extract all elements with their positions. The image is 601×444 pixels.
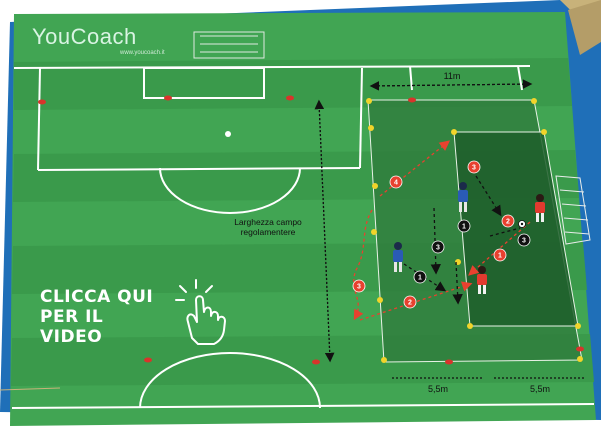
red-step-3a: 3 [467,160,481,174]
corner-accent-dark [568,0,601,55]
bottom-accent [0,387,61,391]
black-step-3b-text: 3 [522,238,526,245]
cta-line-2: PER IL VIDEO [40,307,104,347]
black-step-badges: 1 1 3 3 [413,219,531,284]
ball [518,220,526,228]
blue-player-1 [458,182,468,212]
measure-5-5m-right: 5,5m [530,384,550,394]
black-step-1b: 1 [413,270,427,284]
black-step-1a: 1 [457,219,471,233]
red-step-2a: 2 [501,214,515,228]
field-width-label-line2: regolamentere [241,227,296,237]
black-step-3b: 3 [517,233,531,247]
blue-player-2 [393,242,403,272]
black-step-3a: 3 [431,240,445,254]
hand-pointer-icon[interactable] [175,279,226,345]
red-step-3b-text: 3 [357,284,361,291]
red-step-3a-text: 3 [472,165,476,172]
yellow-cones [366,98,583,363]
field-width-label-line1: Larghezza campo [234,217,302,227]
right-goal [555,175,591,245]
penalty-spot [225,131,231,137]
red-step-2b-text: 2 [408,300,412,307]
top-goal [193,31,265,59]
black-step-1a-text: 1 [462,224,466,231]
measure-5-5m-left: 5,5m [428,384,448,394]
red-player-2 [477,266,487,294]
dimension-lines [314,79,584,379]
pitch-lines [11,65,595,409]
logo-text: YouCoach [32,24,137,49]
logo-url: www.youcoach.it [120,50,165,56]
black-step-1b-text: 1 [418,275,422,282]
red-player-1 [535,194,545,222]
red-step-3b: 3 [352,279,366,293]
red-step-2b: 2 [403,295,417,309]
measure-11m: 11m [444,71,461,81]
red-step-1-text: 1 [498,253,502,260]
red-step-4-text: 4 [394,180,398,187]
red-step-1: 1 [493,248,507,262]
red-cones [38,95,584,365]
red-step-4: 4 [389,175,403,189]
youcoach-logo[interactable]: YouCoach www.youcoach.it [32,24,182,60]
red-step-2a-text: 2 [506,219,510,226]
black-step-3a-text: 3 [436,245,440,252]
cta-line-1: CLICCA QUI [40,287,154,307]
movement-paths [353,140,531,321]
watch-video-button[interactable]: CLICCA QUI PER IL VIDEO [40,287,170,347]
red-step-badges: 1 2 2 3 3 4 [352,160,515,309]
